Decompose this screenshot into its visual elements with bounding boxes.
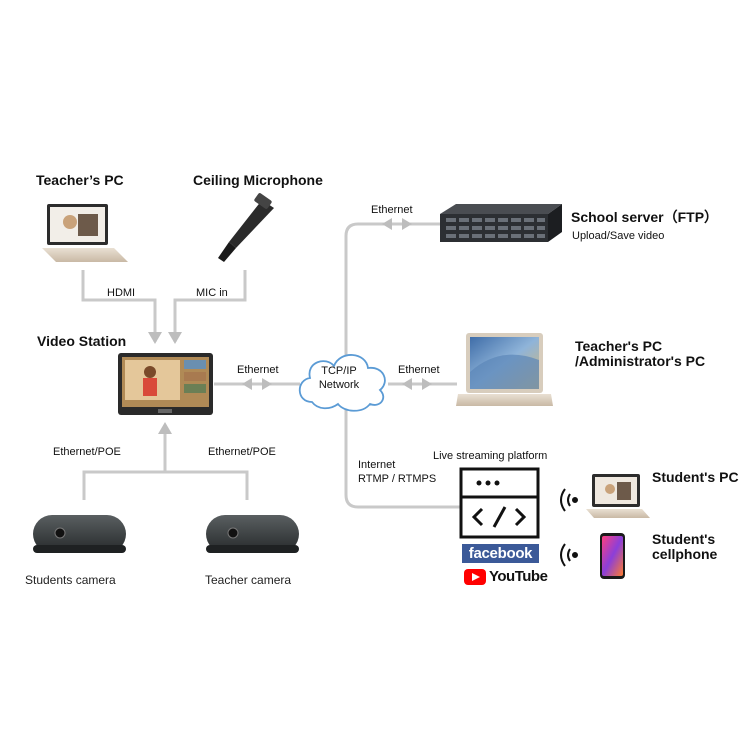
student-laptop-icon	[586, 474, 650, 518]
arrow-down-hdmi	[148, 332, 162, 344]
admin-laptop-icon	[456, 333, 553, 406]
label-hdmi: HDMI	[107, 287, 136, 299]
youtube-play-icon	[464, 569, 486, 585]
label-network: Network	[318, 379, 360, 391]
teacher-camera-icon	[206, 515, 299, 553]
connector-cloud-to-streaming	[344, 407, 460, 509]
school-server-icon	[440, 204, 562, 242]
label-students-cellphone-line1: Student's	[652, 531, 716, 547]
youtube-wordmark: YouTube	[489, 568, 548, 585]
connector-lines	[81, 222, 460, 509]
arrow-bidir-cloud-admin	[402, 378, 432, 390]
teacher-laptop-icon	[42, 204, 128, 262]
arrows	[148, 218, 432, 434]
facebook-logo: facebook	[462, 544, 539, 563]
label-students-camera: Students camera	[25, 573, 116, 587]
arrow-bidir-cloud-server	[382, 218, 412, 230]
arrow-bidir-station-cloud	[242, 378, 272, 390]
label-ethernet-right: Ethernet	[398, 364, 440, 376]
label-ceiling-microphone: Ceiling Microphone	[193, 172, 323, 188]
label-teacher-pc: Teacher’s PC	[36, 172, 124, 188]
wifi-signal-icon	[560, 488, 578, 512]
label-tcp-ip: TCP/IP	[321, 365, 357, 377]
connector-cloud-to-server	[344, 222, 442, 360]
label-ethernet-left: Ethernet	[237, 364, 279, 376]
label-school-server: School server（FTP）	[571, 209, 719, 225]
label-video-station: Video Station	[37, 333, 127, 349]
arrow-down-mic	[168, 332, 182, 344]
label-rtmp: RTMP / RTMPS	[358, 473, 437, 485]
label-upload-save-video: Upload/Save video	[572, 230, 665, 242]
tcp-ip-cloud-icon	[298, 354, 386, 412]
label-mic-in: MIC in	[196, 287, 228, 299]
label-teacher-admin-pc-line2: /Administrator's PC	[575, 353, 706, 369]
student-phone-icon	[600, 533, 625, 579]
connector-mic-to-station	[173, 270, 247, 342]
label-internet: Internet	[358, 459, 396, 471]
label-teacher-camera: Teacher camera	[205, 573, 292, 587]
arrow-up-cameras	[158, 422, 172, 434]
youtube-logo: YouTube	[462, 567, 548, 587]
label-live-streaming-platform: Live streaming platform	[433, 450, 548, 462]
label-students-cellphone-line2: cellphone	[652, 546, 718, 562]
label-students-pc: Student's PC	[652, 469, 739, 485]
ceiling-microphone-icon	[218, 193, 274, 262]
video-station-icon	[118, 353, 213, 415]
label-ethernet-poe-students: Ethernet/POE	[53, 446, 121, 458]
label-ethernet-poe-teacher: Ethernet/POE	[208, 446, 276, 458]
label-teacher-admin-pc-line1: Teacher's PC	[575, 338, 663, 354]
wifi-signal-icon-2	[560, 543, 578, 567]
label-ethernet-top: Ethernet	[371, 204, 413, 216]
connector-cameras-to-station	[82, 470, 249, 500]
students-camera-icon	[33, 515, 126, 553]
connector-teacher-pc-to-station	[81, 270, 157, 342]
streaming-platform-icon	[459, 467, 540, 539]
